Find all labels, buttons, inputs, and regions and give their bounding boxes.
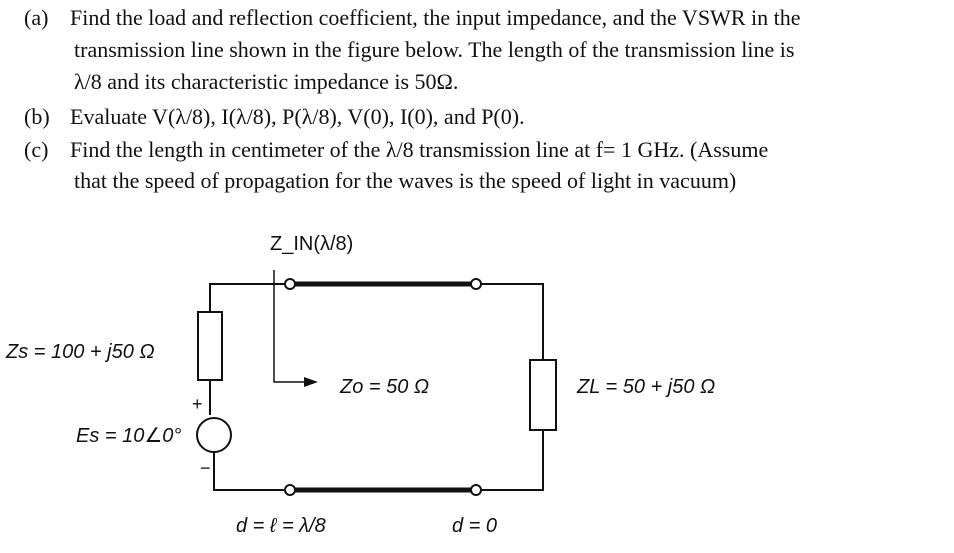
zin-indicator-line (273, 270, 306, 383)
input-terminal-top (284, 278, 296, 290)
plus-sign: + (192, 394, 203, 414)
part-c-text-2: that the speed of propagation for the wa… (74, 168, 737, 193)
zs-label: Zs = 100 + j50 Ω (5, 341, 155, 363)
load-bottom-wire (481, 430, 544, 491)
source-impedance-box (197, 311, 223, 381)
zin-arrow-icon (304, 377, 318, 387)
part-a-line1: (a) Find the load and reflection coeffici… (24, 3, 800, 33)
d-left-label: d = ℓ = λ/8 (236, 515, 326, 537)
part-b-line1: (b) Evaluate V(λ/8), I(λ/8), P(λ/8), V(0)… (24, 102, 525, 132)
load-impedance-box (529, 359, 557, 431)
part-c-line1: (c) Find the length in centimeter of the … (24, 135, 768, 165)
d-right-label: d = 0 (452, 515, 497, 537)
part-b-label: (b) (24, 104, 50, 129)
minus-sign: − (200, 458, 211, 478)
load-terminal-top (470, 278, 482, 290)
part-a-text-3: λ/8 and its characteristic impedance is … (74, 69, 459, 94)
part-b-text-1: Evaluate V(λ/8), I(λ/8), P(λ/8), V(0), I… (70, 104, 525, 129)
voltage-source-icon (196, 417, 232, 453)
source-bottom-wire (213, 452, 288, 491)
es-label: Es = 10∠0° (76, 425, 181, 447)
load-top-wire (481, 283, 544, 360)
zin-label: Z_IN(λ/8) (270, 233, 353, 255)
z0-label: Zo = 50 Ω (339, 376, 429, 398)
part-c-text-1: Find the length in centimeter of the λ/8… (70, 137, 769, 162)
source-top-wire (209, 283, 288, 312)
part-a-text-2: transmission line shown in the figure be… (74, 37, 795, 62)
part-a-text-1: Find the load and reflection coefficient… (70, 5, 801, 30)
part-c-label: (c) (24, 137, 49, 162)
input-terminal-bottom (284, 484, 296, 496)
zl-label: ZL = 50 + j50 Ω (576, 376, 715, 398)
part-a-label: (a) (24, 5, 49, 30)
load-terminal-bottom (470, 484, 482, 496)
